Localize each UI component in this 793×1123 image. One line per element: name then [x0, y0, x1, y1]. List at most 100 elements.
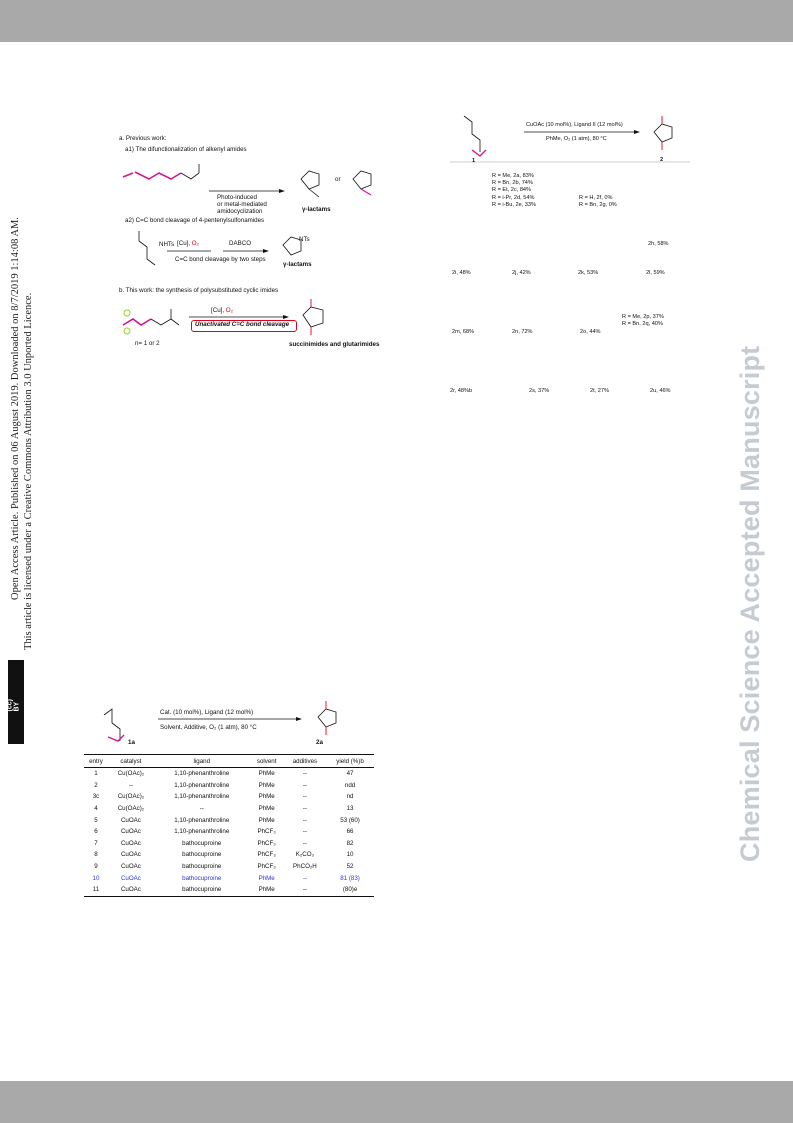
scheme2-list-item: R = Me, 2a, 83%: [492, 173, 534, 179]
table-cell: --: [302, 828, 307, 836]
table-cell: CuOAc: [120, 828, 141, 836]
table-cell: 2: [94, 781, 98, 789]
table-cell: 47: [346, 770, 354, 778]
b-structures: [122, 299, 324, 335]
table-cell: --: [199, 805, 204, 813]
table-cell: 9: [94, 863, 98, 871]
table-header-cell: solvent: [249, 754, 284, 768]
table-cell: --: [302, 781, 307, 789]
table-cell: CuOAc: [120, 816, 141, 824]
compound-2t-yield: 2t, 27%: [590, 388, 609, 394]
scheme2-structures: [450, 115, 690, 163]
table-cell: --: [302, 805, 307, 813]
scheme2-list-item: R = Bn, 2q, 40%: [622, 321, 663, 328]
table-cell: --: [302, 874, 307, 882]
table-cell: (80)e: [326, 883, 374, 897]
table-cell: 53 (60): [340, 816, 360, 824]
top-band: [0, 0, 793, 42]
a2-structures: [138, 231, 302, 266]
scheme2-conditions-bot: PhMe, O₂ (1 atm), 80 °C: [546, 136, 607, 142]
a2-note: C=C bond cleavage by two steps: [175, 256, 266, 263]
compound-2n-yield: 2n, 72%: [512, 329, 533, 335]
compound-2h-yield: 2h, 58%: [648, 241, 669, 247]
scheme-1: a. Previous work: a1) The difunctionaliz…: [119, 135, 383, 360]
table-cell: PhMe: [249, 883, 284, 897]
table1-conditions-top: Cat. (10 mol%), Ligand (12 mol%): [160, 709, 254, 716]
list-2a-2e: R = Me, 2a, 83%R = Bn, 2b, 74%R = Et, 2c…: [492, 173, 536, 209]
table1-sm-label: 1a: [128, 739, 135, 746]
a1-or: or: [335, 176, 341, 183]
b-n-note: n= 1 or 2: [135, 340, 160, 347]
table-cell: Cu(OAc)₂: [117, 805, 145, 813]
cc-by-badge[interactable]: (cc) BY: [7, 660, 24, 744]
scheme2-list-item: R = i-Bu, 2e, 33%: [492, 201, 536, 208]
compound-2k-yield: 2k, 53%: [578, 270, 599, 276]
compound-2l-yield: 2l, 59%: [646, 270, 665, 276]
compound-2s-yield: 2s, 37%: [529, 388, 550, 394]
table-cell: nd: [346, 793, 354, 801]
b-box-text: Unactivated C=C bond cleavage: [195, 321, 290, 328]
table-1: Cat. (10 mol%), Ligand (12 mol%) Solvent…: [84, 697, 374, 927]
table-cell: bathocuproine: [182, 874, 222, 882]
table-cell: 11: [84, 883, 108, 897]
table-cell: PhMe: [258, 874, 275, 882]
table-header-cell: catalyst: [107, 754, 154, 768]
table-cell: --: [302, 839, 307, 847]
table-cell: CuOAc: [120, 874, 141, 882]
a1-arrow-top: Photo-induced: [217, 194, 257, 201]
table-cell: 52: [346, 863, 354, 871]
table-cell: bathocuproine: [182, 863, 222, 871]
table-cell: --: [283, 883, 327, 897]
table1-pd-label: 2a: [316, 739, 323, 746]
watermark: Chemical Science Accepted Manuscript: [735, 345, 765, 862]
table-cell: bathocuproine: [182, 839, 222, 847]
table-cell: 1: [94, 770, 98, 778]
scheme2-sm-label: 1: [472, 158, 476, 164]
b-highlight-box: [191, 320, 297, 332]
table-cell: PhMe: [258, 770, 275, 778]
compound-2u-yield: 2u, 46%: [650, 388, 671, 394]
table-cell: --: [302, 793, 307, 801]
table-cell: 66: [346, 828, 354, 836]
scheme2-pd-label: 2: [660, 157, 664, 163]
compound-2r-yield: 2r, 48%b: [450, 388, 473, 394]
table-cell: PhCF₃: [257, 828, 276, 836]
table-cell: 81 (83): [340, 874, 360, 882]
scheme2-list-item: R = H, 2f, 0%: [579, 195, 613, 201]
table-cell: --: [302, 770, 307, 778]
table-cell: PhCO₂H: [293, 863, 317, 871]
table-header-cell: yield (%)b: [326, 754, 374, 768]
table-cell: bathocuproine: [153, 883, 250, 897]
table-cell: PhMe: [258, 805, 275, 813]
a2-product-label: γ-lactams: [283, 261, 312, 268]
table-cell: 5: [94, 816, 98, 824]
scheme2-list-item: R = Bn, 2b, 74%: [492, 180, 533, 187]
list-2p-2q: R = Me, 2p, 37%R = Bn, 2q, 40%: [622, 314, 664, 328]
scheme2-list-item: R = Bn, 2g, 0%: [579, 202, 617, 209]
licence-statement[interactable]: This article is licensed under a Creativ…: [23, 292, 34, 650]
table-cell: 1,10-phenanthroline: [174, 770, 230, 778]
table-cell: PhCF₃: [257, 839, 276, 847]
table-cell: 8: [94, 851, 98, 859]
scheme2-conditions-top: CuOAc (10 mol%), Ligand II (12 mol%): [526, 122, 623, 128]
scheme2-list-item: R = Me, 2p, 37%: [622, 314, 664, 320]
table-cell: PhMe: [258, 816, 275, 824]
scheme1-b-title: b. This work: the synthesis of polysubst…: [119, 287, 279, 294]
table-cell: CuOAc: [120, 863, 141, 871]
table-cell: PhCF₃: [257, 851, 276, 859]
table-cell: 10: [92, 874, 100, 882]
table-cell: Cu(OAc)₂: [117, 793, 145, 801]
table-header-cell: ligand: [153, 754, 250, 768]
table-row: 9 CuOAc bathocuproine PhCF₃ PhCO₂H 52: [84, 861, 374, 873]
scheme1-a2-title: a2) C=C bond cleavage of 4-pentenylsulfo…: [125, 217, 265, 224]
a2-substrate-label: NHTs: [159, 241, 175, 248]
table-cell: 7: [94, 839, 98, 847]
table-cell: PhCF₃: [257, 863, 276, 871]
access-statement[interactable]: Open Access Article. Published on 06 Aug…: [10, 217, 21, 600]
